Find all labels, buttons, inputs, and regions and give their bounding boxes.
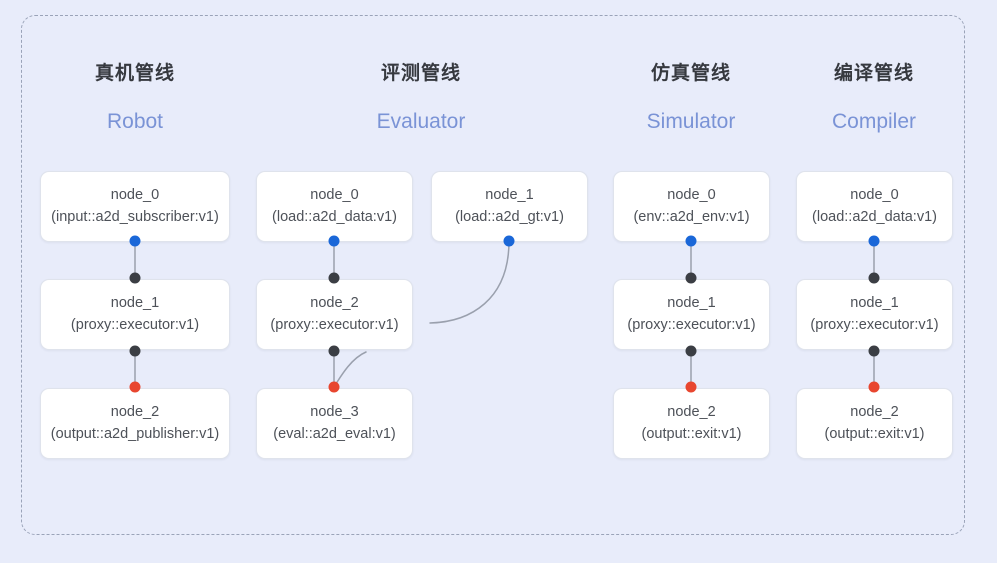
node-title: node_1 (110, 294, 160, 311)
column-title-zh-compiler: 编译管线 (833, 63, 914, 84)
port-out-robot-node-1[interactable] (129, 345, 141, 357)
node-eval-node-1[interactable]: node_1 (load::a2d_gt:v1) (431, 171, 588, 242)
node-robot-node-1[interactable]: node_1 (proxy::executor:v1) (40, 279, 230, 350)
node-title: node_2 (850, 403, 899, 420)
node-title: node_1 (485, 186, 534, 203)
column-title-zh-evaluator: 评测管线 (380, 63, 461, 84)
column-header-evaluator: 评测管线 Evaluator (321, 64, 521, 132)
column-title-en-simulator: Simulator (646, 110, 736, 133)
column-title-en-robot: Robot (106, 110, 164, 133)
node-title: node_1 (667, 294, 716, 311)
node-title: node_1 (850, 294, 899, 311)
port-in-eval-node-3[interactable] (328, 381, 340, 393)
node-subtitle: (proxy::executor:v1) (810, 316, 939, 333)
node-robot-node-2[interactable]: node_2 (output::a2d_publisher:v1) (40, 388, 230, 459)
column-header-robot: 真机管线 Robot (35, 64, 235, 132)
node-comp-node-2[interactable]: node_2 (output::exit:v1) (796, 388, 953, 459)
port-in-robot-node-1[interactable] (129, 272, 141, 284)
node-comp-node-1[interactable]: node_1 (proxy::executor:v1) (796, 279, 953, 350)
node-eval-node-2[interactable]: node_2 (proxy::executor:v1) (256, 279, 413, 350)
node-robot-node-0[interactable]: node_0 (input::a2d_subscriber:v1) (40, 171, 230, 242)
node-subtitle: (load::a2d_data:v1) (272, 208, 397, 225)
port-out-robot-node-0[interactable] (129, 235, 141, 247)
node-title: node_2 (667, 403, 716, 420)
node-eval-node-3[interactable]: node_3 (eval::a2d_eval:v1) (256, 388, 413, 459)
wire-eval-gt-to-executor (429, 240, 510, 324)
node-title: node_0 (850, 186, 899, 203)
node-subtitle: (input::a2d_subscriber:v1) (51, 208, 219, 225)
port-out-eval-node-0[interactable] (328, 235, 340, 247)
node-title: node_0 (667, 186, 716, 203)
port-in-sim-node-1[interactable] (685, 272, 697, 284)
port-in-sim-node-2[interactable] (685, 381, 697, 393)
node-sim-node-2[interactable]: node_2 (output::exit:v1) (613, 388, 770, 459)
node-subtitle: (eval::a2d_eval:v1) (273, 425, 396, 442)
node-subtitle: (output::a2d_publisher:v1) (50, 425, 220, 442)
node-subtitle: (output::exit:v1) (824, 425, 925, 442)
column-title-en-evaluator: Evaluator (376, 110, 466, 133)
column-title-zh-simulator: 仿真管线 (650, 63, 731, 84)
node-sim-node-1[interactable]: node_1 (proxy::executor:v1) (613, 279, 770, 350)
column-header-simulator: 仿真管线 Simulator (591, 64, 791, 132)
port-in-eval-node-2[interactable] (328, 272, 340, 284)
port-in-comp-node-1[interactable] (868, 272, 880, 284)
wire-eval-executor-to-eval (333, 351, 367, 388)
node-subtitle: (proxy::executor:v1) (270, 316, 399, 333)
port-out-comp-node-0[interactable] (868, 235, 880, 247)
column-header-compiler: 编译管线 Compiler (774, 64, 974, 132)
node-subtitle: (env::a2d_env:v1) (633, 208, 750, 225)
node-subtitle: (proxy::executor:v1) (70, 316, 200, 333)
node-eval-node-0[interactable]: node_0 (load::a2d_data:v1) (256, 171, 413, 242)
column-title-zh-robot: 真机管线 (94, 63, 175, 84)
port-out-eval-node-1[interactable] (503, 235, 515, 247)
node-subtitle: (proxy::executor:v1) (627, 316, 756, 333)
node-subtitle: (load::a2d_data:v1) (812, 208, 937, 225)
port-in-robot-node-2[interactable] (129, 381, 141, 393)
node-comp-node-0[interactable]: node_0 (load::a2d_data:v1) (796, 171, 953, 242)
node-title: node_0 (310, 186, 359, 203)
node-title: node_3 (310, 403, 359, 420)
port-out-sim-node-1[interactable] (685, 345, 697, 357)
node-title: node_2 (310, 294, 359, 311)
column-title-en-compiler: Compiler (831, 110, 917, 133)
port-out-sim-node-0[interactable] (685, 235, 697, 247)
port-out-eval-node-2[interactable] (328, 345, 340, 357)
node-title: node_2 (110, 403, 160, 420)
port-in-comp-node-2[interactable] (868, 381, 880, 393)
node-subtitle: (load::a2d_gt:v1) (455, 208, 564, 225)
node-sim-node-0[interactable]: node_0 (env::a2d_env:v1) (613, 171, 770, 242)
port-out-comp-node-1[interactable] (868, 345, 880, 357)
node-subtitle: (output::exit:v1) (641, 425, 742, 442)
node-title: node_0 (110, 186, 160, 203)
